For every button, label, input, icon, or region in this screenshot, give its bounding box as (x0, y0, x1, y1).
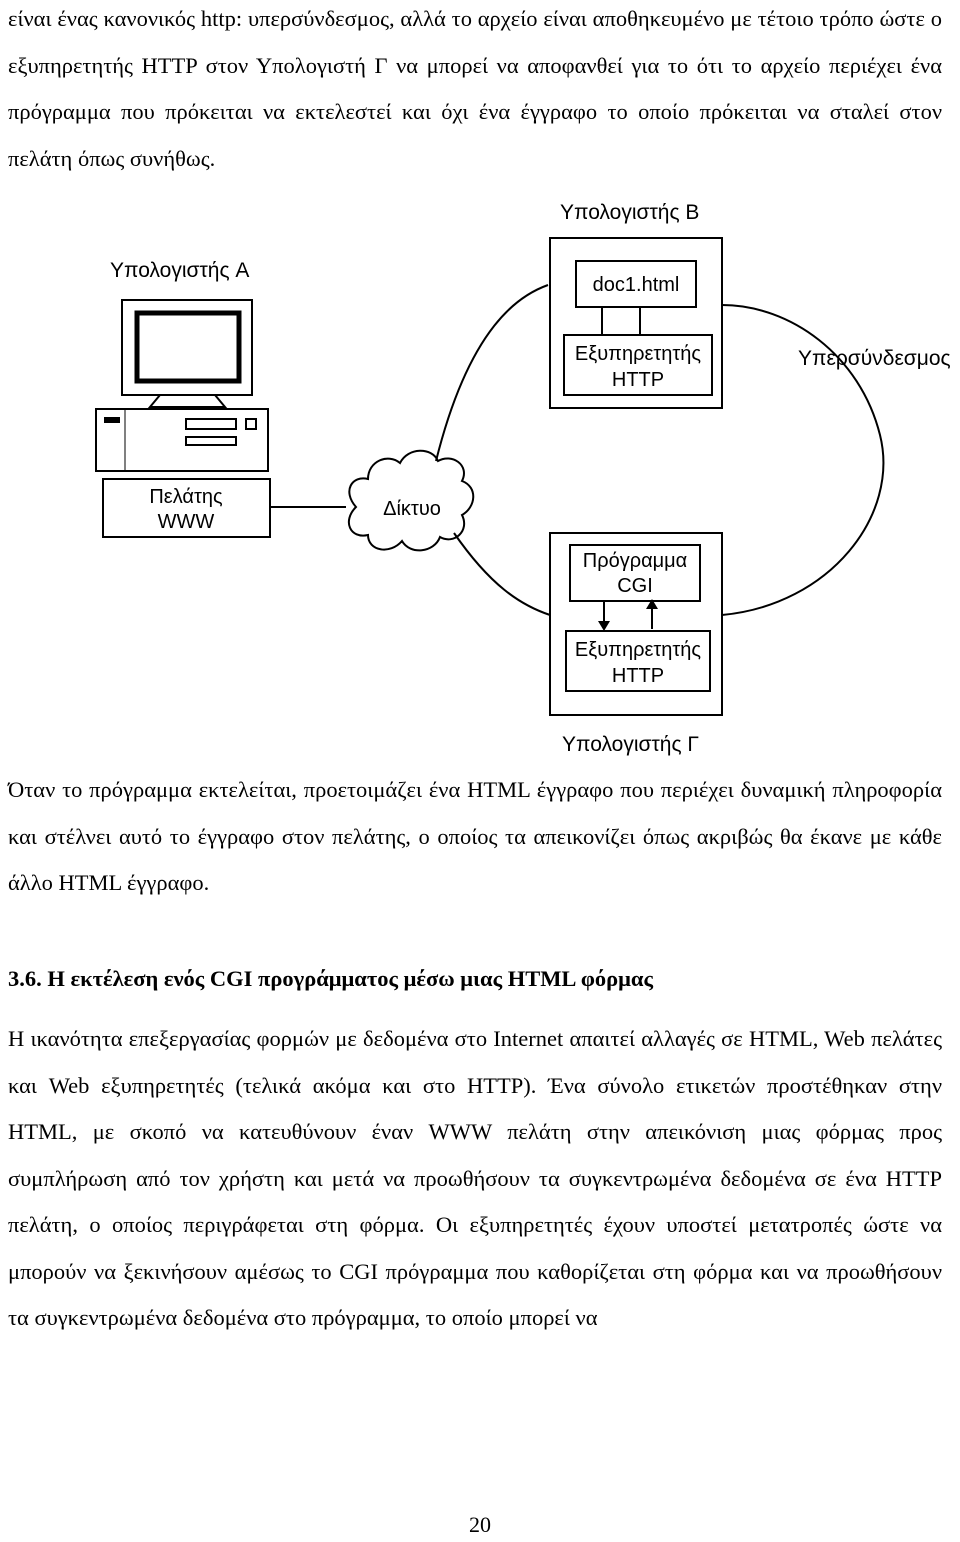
client-www-box (102, 478, 271, 538)
network-label: Δίκτυο (383, 498, 441, 520)
server-b-box (563, 334, 713, 396)
hyperlink-label: Υπερσύνδεσμος (798, 347, 951, 370)
server-c-label-line2: HTTP (612, 665, 664, 687)
link-network-b (435, 284, 549, 462)
network-cloud (347, 449, 475, 552)
server-b-label-line1: Εξυπηρετητής (575, 343, 701, 365)
client-label-line1: Πελάτης (149, 486, 223, 508)
post-figure-paragraph: Όταν το πρόγραμμα εκτελείται, προετοιμάζ… (8, 777, 942, 895)
link-network-c (453, 532, 551, 616)
hyperlink-curve (721, 304, 885, 616)
doc-box (575, 260, 697, 308)
server-b-label-line2: HTTP (612, 369, 664, 391)
page-number: 20 (469, 1512, 491, 1537)
server-c-label-line1: Εξυπηρετητής (575, 639, 701, 661)
computer-c-label: Υπολογιστής Γ (562, 733, 699, 756)
computer-a-label: Υπολογιστής A (110, 259, 249, 282)
section-paragraph: Η ικανότητα επεξεργασίας φορμών με δεδομ… (8, 1026, 942, 1330)
web-cgi-diagram: Υπολογιστής A Πελάτης WWW Δίκτυο Υπολογι… (95, 201, 951, 756)
cgi-label-line2: CGI (617, 575, 653, 597)
doc-label: doc1.html (593, 274, 680, 296)
computer-b-label: Υπολογιστής B (560, 201, 699, 224)
cgi-label-line1: Πρόγραμμα (583, 550, 688, 572)
server-c-box (565, 630, 711, 692)
section-heading: 3.6. Η εκτέλεση ενός CGI προγράμματος μέ… (8, 966, 653, 991)
computer-icon (95, 299, 269, 472)
intro-paragraph: είναι ένας κανονικός http: υπερσύνδεσμος… (8, 6, 942, 171)
cgi-program-box (569, 544, 701, 602)
client-label-line2: WWW (158, 511, 215, 533)
